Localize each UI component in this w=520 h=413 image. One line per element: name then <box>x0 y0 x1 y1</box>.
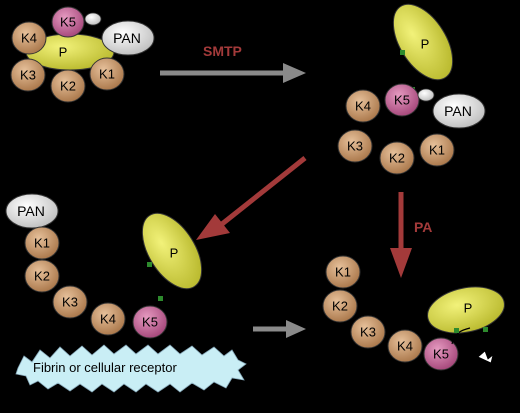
kringle-k4 <box>11 21 47 55</box>
cleavage-site-icon <box>477 350 494 364</box>
glu-plasminogen-complex: P K4 K5 K3 K2 K1 K⁷⁸ PAN E¹ <box>10 6 166 103</box>
pan-label: PAN <box>113 30 141 46</box>
kringle-k2 <box>379 141 415 175</box>
k4-label: K4 <box>355 99 371 114</box>
k77-tail <box>331 246 336 259</box>
kringle-k2 <box>50 69 86 103</box>
k5-label: K5 <box>433 347 449 362</box>
k5-label: K5 <box>394 93 410 108</box>
kringle-k4 <box>90 302 126 336</box>
linker-marker <box>483 327 488 332</box>
pan-label: PAN <box>17 203 45 219</box>
pan-label: PAN <box>444 103 472 119</box>
k4-label: K4 <box>100 312 116 327</box>
fibrin-receptor-label: Fibrin or cellular receptor <box>33 360 177 375</box>
fibrin-receptor-surface <box>15 344 247 393</box>
conformational-change-label: (conformational change) <box>150 88 279 102</box>
k5-label: K5 <box>142 315 158 330</box>
pan-domain <box>5 193 59 229</box>
smtp-label: SMTP <box>203 43 242 59</box>
k78-label: K⁷⁸ <box>428 83 438 90</box>
k5-label: K5 <box>60 15 76 30</box>
cleaved-linker <box>451 327 471 345</box>
v561-label: V⁵⁶¹ <box>493 345 506 352</box>
protease-label: P <box>421 37 430 52</box>
lysine-binding-knob <box>417 88 435 102</box>
kringle-k5 <box>132 305 168 339</box>
n-terminal-tail <box>482 92 492 104</box>
e1-label: E¹ <box>489 88 497 95</box>
protease-label: P <box>464 301 473 316</box>
e1-label: E¹ <box>158 15 166 22</box>
k4-label: K4 <box>21 31 37 46</box>
receptor-bound-plasminogen: Fibrin or cellular receptor PAN E¹ K1 K2… <box>5 185 247 393</box>
kringle-k1 <box>24 226 60 260</box>
pa-arrow <box>390 192 412 278</box>
kringle-k2 <box>322 289 358 323</box>
k3-label: K3 <box>347 139 363 154</box>
lysine-binding-knob <box>84 12 102 26</box>
arrow-to-receptor-bound <box>196 156 307 240</box>
e1-label: E¹ <box>61 185 69 192</box>
linker-marker <box>158 296 163 301</box>
protease-label: P <box>170 246 179 261</box>
pa-label: PA <box>414 219 432 235</box>
open-plasminogen-complex: P K4 K5 K⁷⁸ PAN E¹ K3 K2 K1 <box>337 3 497 175</box>
n-terminal-tail <box>151 19 161 31</box>
n-terminal-tail <box>54 189 64 201</box>
pan-domain <box>432 93 486 129</box>
k1-label: K1 <box>335 265 351 280</box>
kringle-k5 <box>423 337 459 371</box>
kringle-k5 <box>384 83 420 117</box>
k2-label: K2 <box>60 79 76 94</box>
k3-label: K3 <box>20 68 36 83</box>
k77-label: K⁷⁷ <box>325 240 335 247</box>
k2-label: K2 <box>389 151 405 166</box>
k1-label: K1 <box>34 236 50 251</box>
kringle-k2 <box>24 259 60 293</box>
kringle-k4 <box>387 329 423 363</box>
k4-label: K4 <box>397 339 413 354</box>
kringle-k3 <box>10 58 46 92</box>
kringle-k1 <box>419 133 455 167</box>
k1-label: K1 <box>99 67 115 82</box>
plasmin-label: Plasmin <box>368 382 414 397</box>
k3-label: K3 <box>360 325 376 340</box>
kringle-k3 <box>52 285 88 319</box>
k2-label: K2 <box>332 299 348 314</box>
protease-label: P <box>59 45 68 60</box>
r560-label: R⁵⁶⁰ <box>460 364 474 372</box>
protease-domain <box>141 212 203 290</box>
k3-label: K3 <box>62 295 78 310</box>
linker-marker <box>454 328 459 333</box>
kringle-k1 <box>325 255 361 289</box>
k2-label: K2 <box>34 269 50 284</box>
linker-loop <box>131 269 151 310</box>
k78-label: K⁷⁸ <box>95 7 105 14</box>
linker-marker <box>400 50 405 55</box>
smtp-arrow <box>160 63 306 83</box>
receptor-to-plasmin-arrow <box>253 320 306 338</box>
pan-domain <box>101 20 155 56</box>
cleaved-chain <box>473 333 488 358</box>
kringle-k3 <box>337 129 373 163</box>
kringle-k4 <box>345 89 381 123</box>
linker-marker <box>147 262 152 267</box>
glu-plasminogen-label: Glu-plasminogen <box>18 114 116 129</box>
k1-label: K1 <box>429 143 445 158</box>
kringle-k1 <box>89 57 125 91</box>
plasmin-complex: K⁷⁷ K1 K2 K3 K4 K5 P V⁵⁶¹ R⁵⁶⁰ <box>322 240 506 372</box>
kringle-k3 <box>350 315 386 349</box>
kringle-k5 <box>51 6 85 38</box>
protease-domain <box>427 286 505 334</box>
